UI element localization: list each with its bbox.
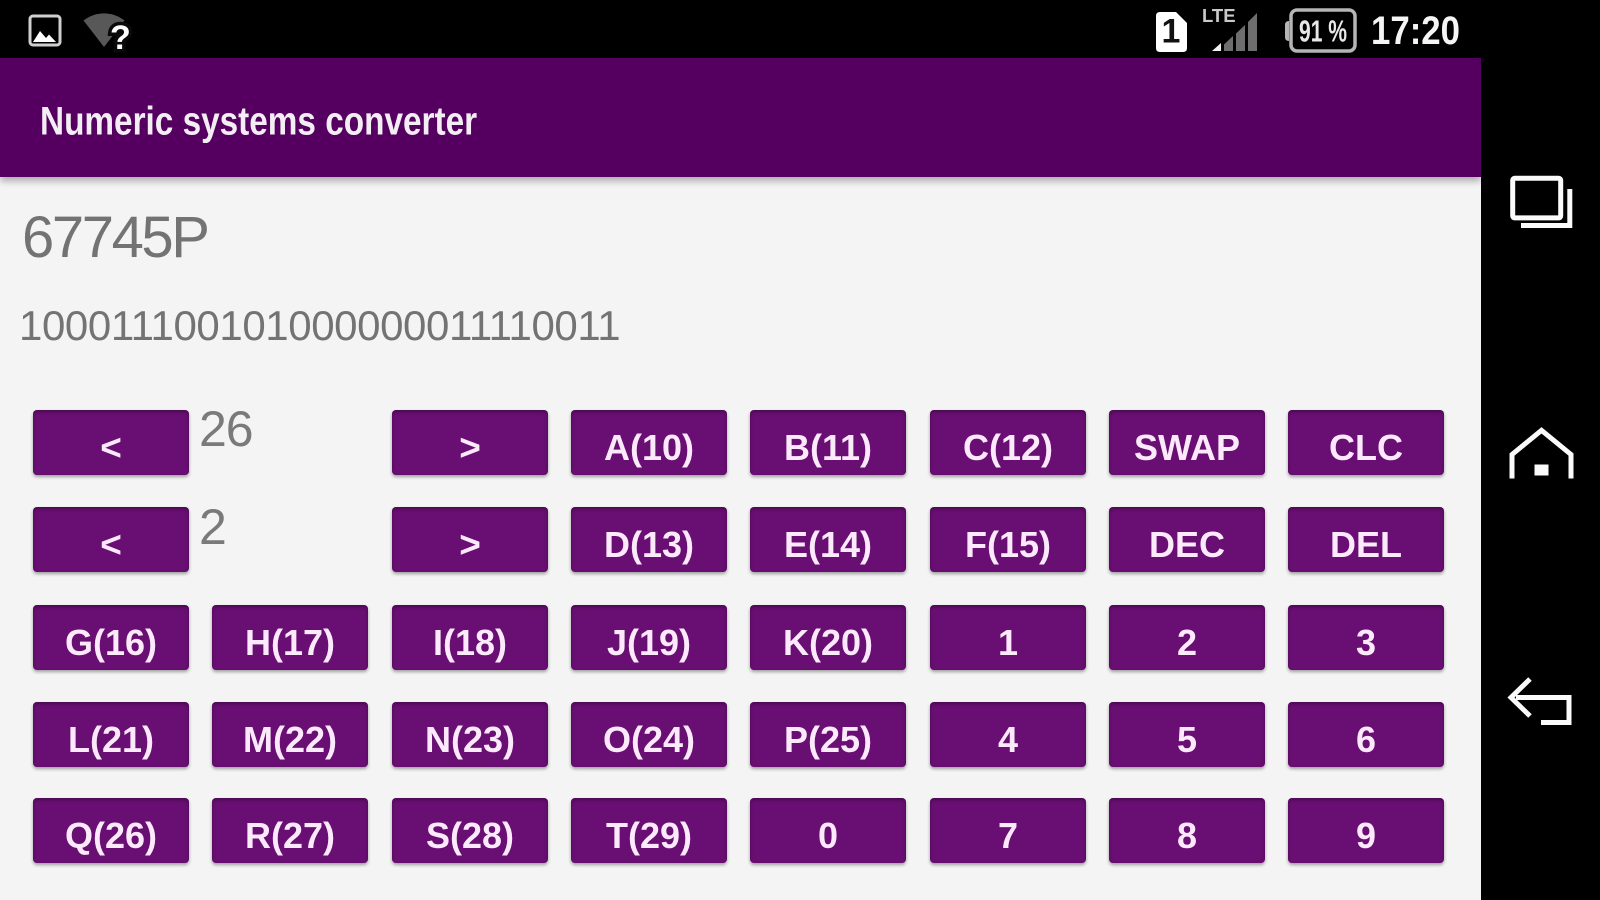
svg-text:1: 1 [1162,13,1181,51]
svg-text:17:20: 17:20 [1371,8,1460,53]
svg-text:?: ? [110,19,131,57]
svg-text:LTE: LTE [1202,5,1236,26]
svg-text:91 %: 91 % [1299,13,1347,48]
